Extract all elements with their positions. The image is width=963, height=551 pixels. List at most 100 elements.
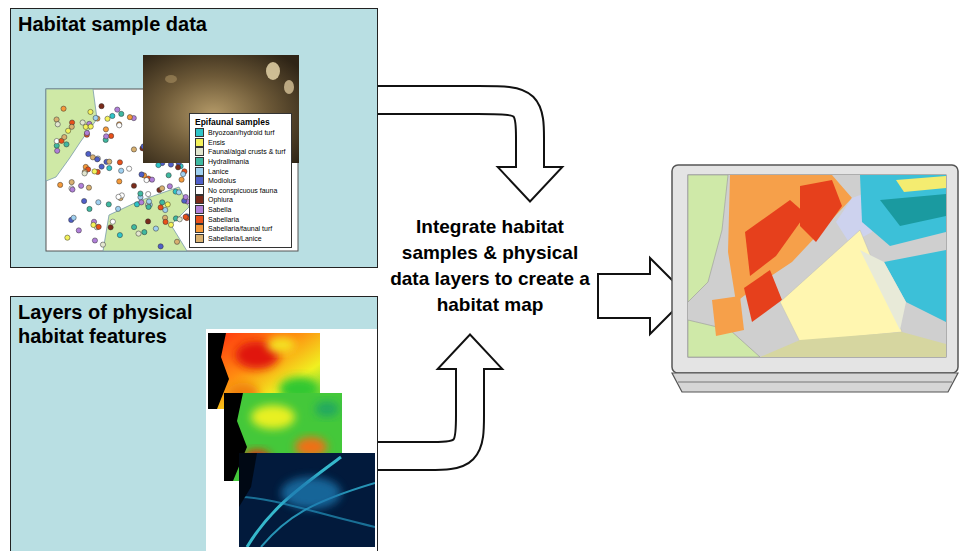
sample-dot xyxy=(82,198,87,203)
sample-dot xyxy=(58,182,63,187)
legend-swatch xyxy=(195,195,204,204)
legend-row: Modiolus xyxy=(195,176,285,186)
sample-dot xyxy=(117,160,122,165)
sample-dot xyxy=(163,219,168,224)
layer-panel: Layers of physical habitat features xyxy=(10,296,378,551)
sample-dot xyxy=(180,172,185,177)
sample-dot xyxy=(99,164,104,169)
legend-text: Ensis xyxy=(208,138,225,147)
legend-swatch xyxy=(195,176,204,185)
sample-dot xyxy=(165,202,170,207)
legend-row: Ophiura xyxy=(195,195,285,205)
sample-dot xyxy=(92,238,97,243)
sample-dot xyxy=(91,222,96,227)
legend-title: Epifaunal samples xyxy=(195,117,285,128)
sample-dot xyxy=(131,183,136,188)
sample-dot xyxy=(142,230,147,235)
legend-row: No conspicuous fauna xyxy=(195,186,285,196)
sample-dot xyxy=(76,228,81,233)
legend-text: Hydrallmania xyxy=(208,157,249,166)
sample-dot xyxy=(176,190,181,195)
sample-dot xyxy=(62,134,67,139)
sample-dot xyxy=(96,200,101,205)
sample-dot xyxy=(88,124,93,129)
arrow-body xyxy=(378,100,530,168)
sample-dot xyxy=(61,106,66,111)
legend-text: Sabellaria/Lanice xyxy=(208,234,262,243)
sample-dot xyxy=(80,120,85,125)
sample-dot xyxy=(117,232,122,237)
sample-dot xyxy=(175,165,180,170)
sample-dot xyxy=(158,205,163,210)
sample-dot xyxy=(55,122,60,127)
sample-dot xyxy=(65,235,70,240)
legend-box: Epifaunal samplesBryozoan/hydroid turfEn… xyxy=(189,113,292,248)
sample-dot xyxy=(87,206,92,211)
sample-dot xyxy=(108,225,113,230)
legend-text: Sabellaria/faunal turf xyxy=(208,224,272,233)
sample-dot xyxy=(146,204,151,209)
legend-text: Modiolus xyxy=(208,176,236,185)
sample-dot xyxy=(136,231,141,236)
sample-dot xyxy=(110,113,115,118)
sample-dot xyxy=(183,194,188,199)
sample-dot xyxy=(115,206,120,211)
sample-dot xyxy=(139,172,144,177)
arrow-head-outline xyxy=(500,168,560,200)
sample-dot xyxy=(160,200,165,205)
legend-swatch xyxy=(195,205,204,214)
panel-title: Habitat sample data xyxy=(11,9,218,36)
sample-dot xyxy=(93,115,98,120)
sample-dot xyxy=(179,177,184,182)
legend-row: Sabellaria/faunal turf xyxy=(195,224,285,234)
sample-dot xyxy=(84,130,89,135)
sample-dot xyxy=(145,219,150,224)
sample-dot xyxy=(110,219,115,224)
sample-dot xyxy=(163,207,168,212)
legend-swatch xyxy=(195,186,204,195)
sample-dot xyxy=(168,222,173,227)
legend-swatch xyxy=(195,215,204,224)
sample-dot xyxy=(71,215,76,220)
legend-text: Bryozoan/hydroid turf xyxy=(208,128,275,137)
sample-dot xyxy=(95,156,100,161)
legend-list: Bryozoan/hydroid turfEnsisFaunal/algal c… xyxy=(195,128,285,243)
sample-dot xyxy=(139,200,144,205)
legend-row: Bryozoan/hydroid turf xyxy=(195,128,285,138)
legend-text: Sabellaria xyxy=(208,215,239,224)
sample-dot xyxy=(86,185,91,190)
legend-swatch xyxy=(195,234,204,243)
sample-dot xyxy=(69,180,74,185)
legend-swatch xyxy=(195,224,204,233)
sample-dot xyxy=(174,239,179,244)
legend-swatch xyxy=(195,167,204,176)
legend-row: Ensis xyxy=(195,138,285,148)
sample-dot xyxy=(153,226,158,231)
sample-dot xyxy=(64,142,69,147)
sample-dot xyxy=(96,224,101,229)
legend-row: Lanice xyxy=(195,166,285,176)
legend-text: No conspicuous fauna xyxy=(208,186,277,195)
sample-dot xyxy=(115,107,120,112)
sample-dot xyxy=(83,124,88,129)
sample-dot xyxy=(119,111,124,116)
sample-dot xyxy=(177,217,182,222)
sample-dot xyxy=(92,169,97,174)
sample-dot xyxy=(55,148,60,153)
sample-dot xyxy=(158,244,163,249)
legend-text: Lanice xyxy=(208,167,229,176)
arrow-body xyxy=(378,368,470,456)
sample-dot xyxy=(167,184,172,189)
legend-row: Sabellaria/Lanice xyxy=(195,234,285,244)
sample-dot xyxy=(117,123,122,128)
sample-dot xyxy=(117,179,122,184)
sample-dot xyxy=(127,166,132,171)
sample-dot xyxy=(79,183,84,188)
sample-dot xyxy=(159,186,164,191)
sample-dot xyxy=(86,151,91,156)
legend-text: Ophiura xyxy=(208,195,233,204)
hollow-arrow xyxy=(378,100,560,200)
sample-panel: Habitat sample dataEpifaunal samplesBryo… xyxy=(10,8,378,268)
legend-row: Sabella xyxy=(195,205,285,215)
legend-swatch xyxy=(195,147,204,156)
